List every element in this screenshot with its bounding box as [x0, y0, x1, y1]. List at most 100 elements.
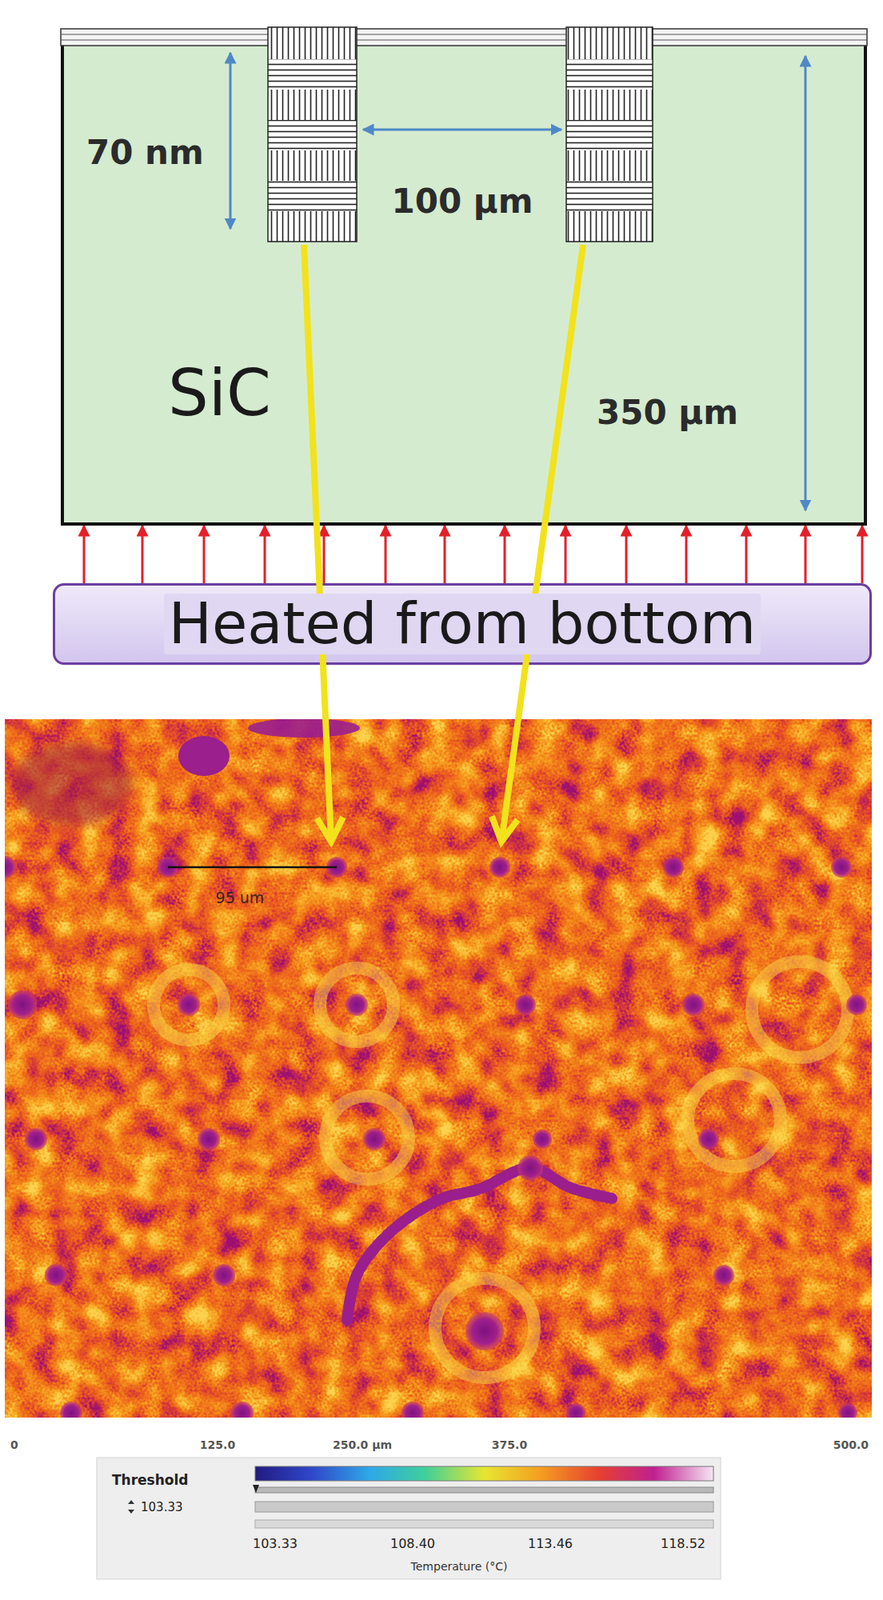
heat-flow-arrow — [443, 525, 447, 584]
pillar-outline — [566, 27, 653, 242]
material-label: SiC — [167, 355, 272, 432]
warm-ring — [319, 967, 394, 1042]
scale-bar-label: 95 um — [215, 888, 265, 907]
top-layer — [60, 28, 868, 46]
pillar-hotspot — [59, 1401, 83, 1418]
pillar-hotspot — [489, 856, 511, 878]
pillar-hotspot — [663, 856, 684, 878]
thermal-texture — [4, 719, 872, 1418]
pillar-segment — [267, 59, 357, 90]
pillar-segment — [566, 59, 653, 90]
thermal-map — [4, 719, 872, 1418]
pillar-hotspot — [465, 1311, 504, 1351]
warm-ring — [751, 961, 848, 1058]
pillar-hotspot — [517, 1154, 544, 1181]
pillar-hotspot — [401, 1401, 424, 1418]
dimension-label: 70 nm — [86, 132, 204, 173]
axis-tick-label: 250.0 µm — [332, 1438, 392, 1452]
heat-flow-arrow — [685, 525, 688, 584]
heat-flow-arrow — [384, 525, 388, 584]
heat-flow-arrow — [745, 525, 748, 584]
axis-tick-label: 125.0 — [199, 1438, 236, 1452]
pointer-arrow — [303, 244, 332, 842]
heat-flow-arrow — [564, 525, 568, 584]
pillar-segment — [566, 119, 653, 151]
pillar-hotspot — [515, 994, 536, 1015]
pillar-hotspot — [212, 1263, 236, 1287]
top-layer-band — [60, 28, 868, 46]
threshold-label: Threshold — [111, 1471, 189, 1488]
pillar-hotspot — [713, 1264, 735, 1286]
pillar-hotspot — [197, 1127, 220, 1151]
layer-line — [60, 39, 868, 40]
panel-ground — [96, 1457, 721, 1579]
heat-flow-arrow — [804, 525, 808, 584]
pillar-segment — [566, 150, 653, 181]
pillar-segment — [566, 89, 653, 120]
pillar-hotspot — [231, 1401, 254, 1418]
pillar-hotspot — [7, 990, 37, 1019]
colorbar-tick-label: 108.40 — [390, 1535, 436, 1551]
heat-flow-arrow — [323, 525, 326, 584]
range-bar — [255, 1501, 714, 1512]
heater-label: Heated from bottom — [163, 593, 762, 655]
warm-ring — [687, 1073, 781, 1167]
pillar-hotspot — [326, 856, 348, 878]
pillar-hotspot — [831, 856, 852, 878]
heat-flow-arrow — [503, 525, 507, 584]
cool-spot — [247, 719, 360, 738]
pillar-segment — [267, 119, 357, 151]
dimension-label: 100 µm — [391, 181, 534, 222]
slider-thumb — [252, 1484, 260, 1493]
pointer-arrow-head — [316, 816, 344, 842]
heat-flow-arrow — [263, 525, 267, 584]
dimension-arrow — [229, 52, 232, 229]
pillar-segment — [267, 150, 357, 181]
nano-pillar — [267, 27, 357, 242]
pillar-hotspot — [846, 994, 868, 1015]
heat-flow-arrow — [203, 525, 206, 584]
nano-pillar — [566, 27, 653, 242]
spinner-icon — [127, 1499, 135, 1514]
axis-tick-label: 0 — [10, 1438, 19, 1452]
colorbar-title: Temperature (°C) — [411, 1559, 508, 1574]
pillar-segment — [566, 180, 653, 212]
heat-flow-arrow — [83, 525, 86, 584]
threshold-value: 103.33 — [140, 1499, 184, 1515]
dimension-label: 350 µm — [596, 392, 739, 433]
colorbar — [255, 1466, 714, 1481]
pillar-hotspot — [838, 1402, 858, 1418]
warm-ring — [435, 1278, 535, 1378]
pointer-arrow — [501, 244, 584, 842]
warm-ring — [153, 969, 224, 1040]
colorbar-tick-label: 103.33 — [252, 1535, 298, 1551]
substrate-block: SiC — [60, 28, 868, 526]
slider-track — [255, 1486, 714, 1493]
pillar-segment — [566, 211, 653, 242]
pillar-outline — [267, 27, 357, 242]
pillar-hotspot — [532, 1129, 552, 1149]
pillar-hotspot — [44, 1263, 68, 1287]
warm-ring — [325, 1095, 409, 1179]
colorbar-panel — [96, 1457, 721, 1579]
pillar-hotspot — [24, 1127, 48, 1151]
pillar-hotspot — [363, 1127, 386, 1151]
pillar-segment — [267, 180, 357, 212]
pillar-hotspot — [177, 993, 200, 1016]
colorbar-tick-label: 113.46 — [527, 1535, 573, 1551]
heat-flow-arrow — [141, 525, 144, 584]
cool-spot — [178, 735, 230, 776]
pillar-hotspot — [4, 855, 16, 879]
heat-flow-arrow — [861, 525, 864, 584]
cool-region — [11, 742, 132, 826]
pillar-segment — [566, 27, 653, 60]
dimension-arrow — [804, 55, 808, 511]
scale-bar — [167, 866, 337, 869]
defect-line — [347, 1167, 612, 1320]
pillar-segment — [267, 27, 357, 60]
layer-line — [60, 33, 868, 35]
pillar-segment — [267, 89, 357, 120]
